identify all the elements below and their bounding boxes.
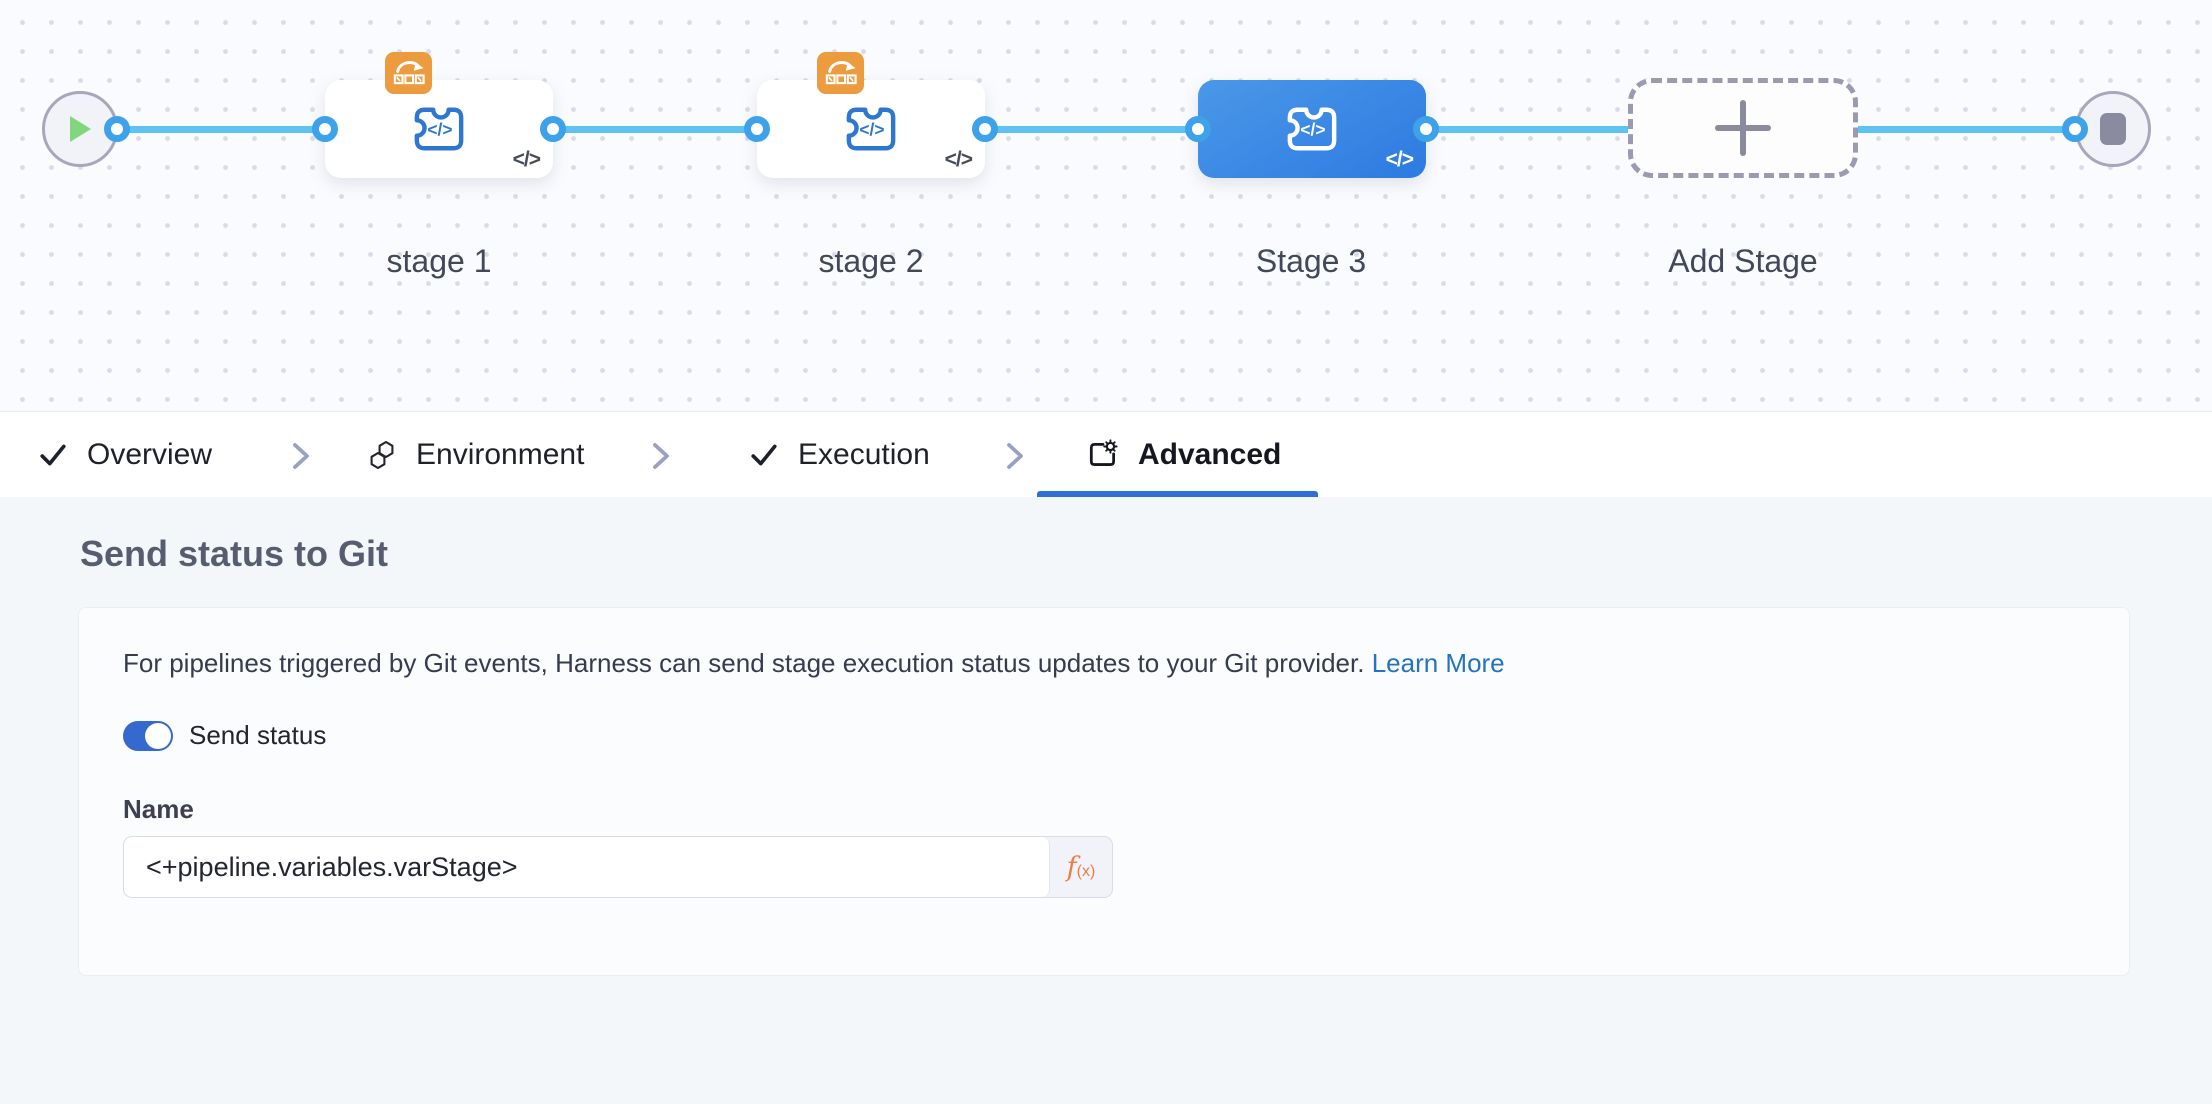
add-stage-label: Add Stage <box>1668 243 1818 279</box>
tab-overview[interactable]: Overview <box>37 412 212 498</box>
environment-icon <box>370 440 394 470</box>
stage2-out-port[interactable] <box>972 116 998 142</box>
section-heading: Send status to Git <box>80 533 389 574</box>
send-status-toggle-row: Send status <box>123 720 326 751</box>
deploy-rollback-badge-icon <box>385 52 432 94</box>
fx-icon: f <box>1066 851 1077 883</box>
stage1-label: stage 1 <box>386 243 492 279</box>
learn-more-link[interactable]: Learn More <box>1371 648 1505 678</box>
deploy-rollback-badge-icon <box>817 52 864 94</box>
stage-node-stage2[interactable]: </> </> <box>757 52 985 178</box>
svg-text:</>: </> <box>1300 120 1325 140</box>
chevron-right-icon <box>653 443 669 469</box>
stage-node-stage3-selected[interactable]: </> </> <box>1198 80 1426 178</box>
stage1-in-port[interactable] <box>312 116 338 142</box>
panel-description: For pipelines triggered by Git events, H… <box>123 648 1505 678</box>
pipeline-canvas: </> </> stage 1 </> </> stage 2 <box>0 0 2212 411</box>
plus-icon <box>1715 100 1771 156</box>
expression-fx-button[interactable]: f (x) <box>1066 851 1096 883</box>
advanced-gear-icon <box>1089 439 1118 466</box>
toggle-knob <box>145 722 171 749</box>
stop-icon <box>2100 113 2126 145</box>
start-out-port[interactable] <box>104 116 130 142</box>
add-stage-button[interactable] <box>1628 78 1858 178</box>
name-input-combo: f (x) <box>123 836 1113 898</box>
tab-execution[interactable]: Execution <box>748 412 930 498</box>
end-in-port[interactable] <box>2062 116 2088 142</box>
send-status-toggle[interactable] <box>123 720 173 751</box>
svg-text:</>: </> <box>859 120 884 140</box>
toggle-label: Send status <box>189 720 327 750</box>
stage3-label: Stage 3 <box>1255 243 1367 279</box>
stage3-out-port[interactable] <box>1413 116 1439 142</box>
pipeline-start-node <box>42 91 118 167</box>
name-field-label: Name <box>123 794 194 824</box>
stage-config-tabbar: Overview Environment Execution <box>0 411 2212 497</box>
stage-node-stage1[interactable]: </> </> <box>325 52 553 178</box>
custom-stage-puzzle-icon: </> <box>1287 107 1337 151</box>
stage3-in-port[interactable] <box>1185 116 1211 142</box>
chevron-right-icon <box>293 443 309 469</box>
active-tab-underline <box>1037 491 1318 497</box>
play-icon <box>70 116 91 142</box>
check-icon <box>40 444 66 466</box>
stage1-out-port[interactable] <box>540 116 566 142</box>
custom-stage-puzzle-icon: </> <box>414 107 464 151</box>
name-input[interactable] <box>124 837 1050 897</box>
code-brackets-icon[interactable]: </> <box>512 148 541 171</box>
tab-advanced[interactable]: Advanced <box>1086 412 1281 498</box>
advanced-tab-content: Send status to Git For pipelines trigger… <box>0 497 2212 1104</box>
pipeline-end-node <box>2075 91 2151 167</box>
check-icon <box>751 444 777 466</box>
send-status-panel: For pipelines triggered by Git events, H… <box>78 607 2130 976</box>
custom-stage-puzzle-icon: </> <box>846 107 896 151</box>
svg-text:</>: </> <box>427 120 452 140</box>
tab-environment[interactable]: Environment <box>366 412 584 498</box>
chevron-right-icon <box>1007 443 1023 469</box>
stage2-in-port[interactable] <box>744 116 770 142</box>
stage2-label: stage 2 <box>818 243 924 279</box>
code-brackets-icon[interactable]: </> <box>944 148 973 171</box>
code-brackets-icon[interactable]: </> <box>1385 148 1414 171</box>
pipeline-edge <box>80 126 2113 133</box>
